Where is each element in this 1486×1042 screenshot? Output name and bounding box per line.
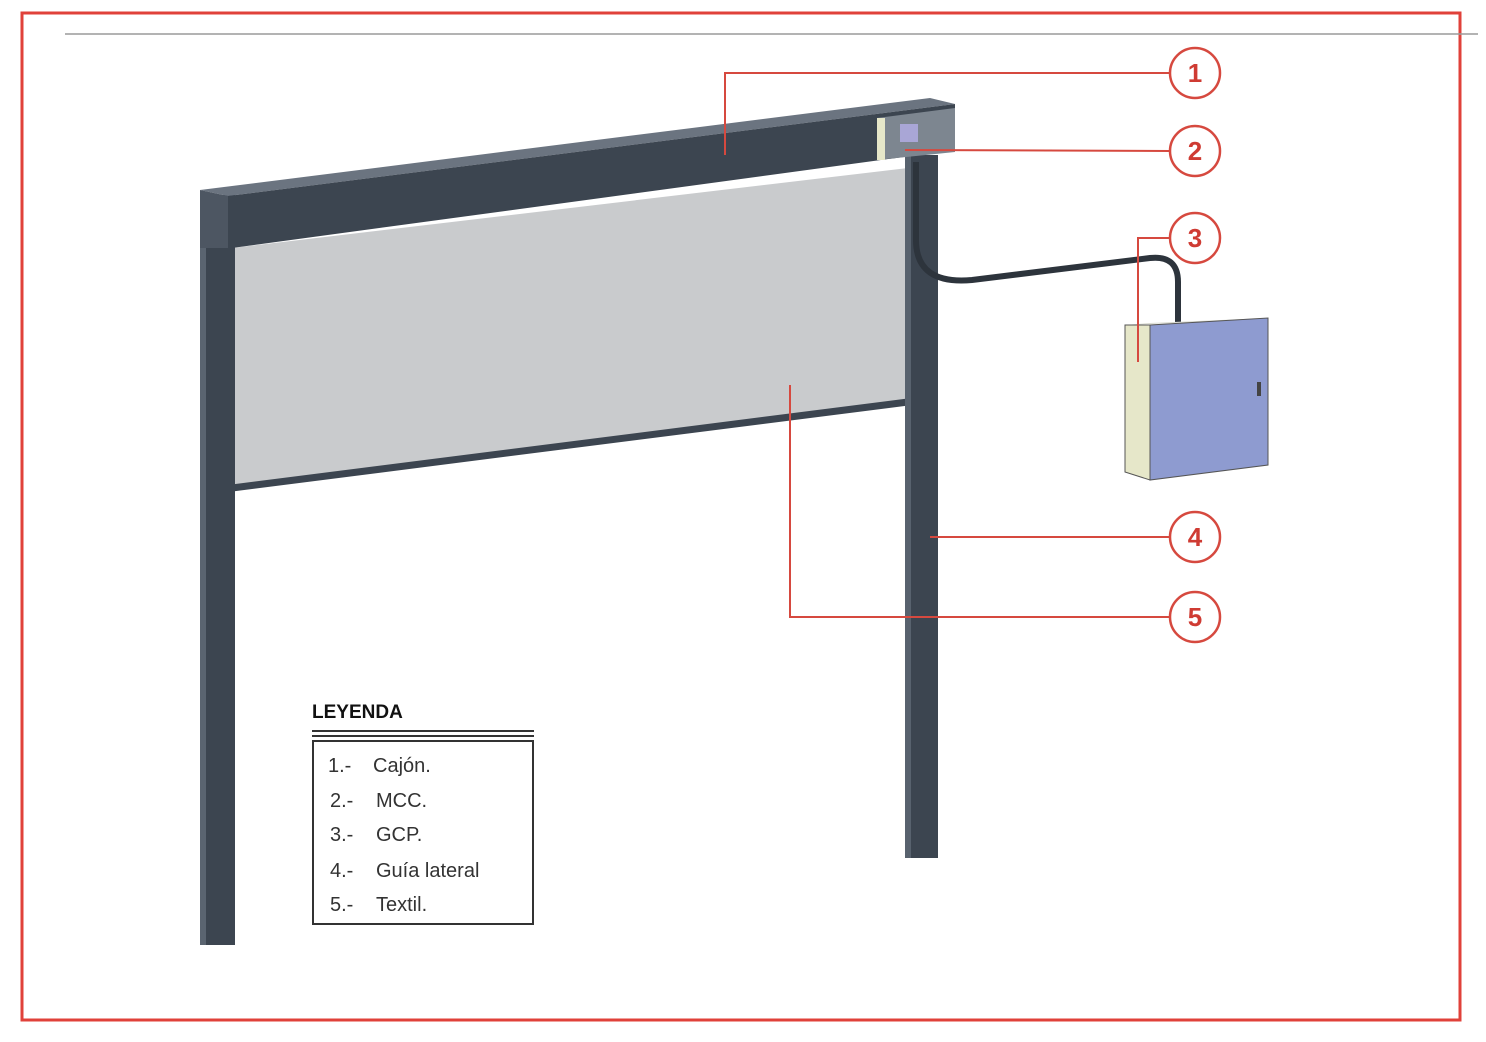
mcc-side: [877, 118, 885, 160]
callout-number: 3: [1188, 223, 1202, 253]
legend-title: LEYENDA: [312, 702, 403, 723]
legend-item-label: GCP.: [376, 824, 422, 846]
left-guide-edge: [200, 195, 206, 945]
cable: [913, 162, 1181, 322]
legend-item-label: MCC.: [376, 790, 427, 812]
callout-3: 3: [1168, 211, 1222, 265]
legend-item-number: 3.-: [330, 824, 353, 846]
gcp-handle: [1257, 382, 1261, 396]
legend-item-label: Cajón.: [373, 755, 431, 777]
legend-item-label: Textil.: [376, 894, 427, 916]
legend: LEYENDA 1.- Cajón. 2.- MCC. 3.- GCP. 4.-…: [312, 702, 534, 925]
callout-5: 5: [1168, 590, 1222, 644]
callout-1: 1: [1168, 46, 1222, 100]
callout-number: 5: [1188, 602, 1202, 632]
gcp-front: [1149, 317, 1269, 481]
callout-number: 4: [1188, 522, 1203, 552]
textile-curtain: [232, 168, 908, 488]
legend-item-number: 4.-: [330, 860, 353, 882]
leader-lines: [724, 72, 1171, 618]
callout-4: 4: [1168, 510, 1222, 564]
beam-end: [200, 190, 228, 248]
mcc-window: [900, 124, 918, 142]
callout-number: 1: [1188, 58, 1202, 88]
beam-top: [200, 98, 955, 196]
bottom-bar: [231, 398, 909, 492]
outer-frame: [20, 11, 1462, 1022]
callout-number: 2: [1188, 136, 1202, 166]
legend-item-number: 2.-: [330, 790, 353, 812]
right-guide-edge: [905, 155, 911, 858]
legend-item-label: Guía lateral: [376, 860, 479, 882]
callout-2: 2: [1168, 124, 1222, 178]
legend-item-number: 1.-: [328, 755, 351, 777]
beam-front: [228, 104, 955, 248]
legend-item-number: 5.-: [330, 894, 353, 916]
